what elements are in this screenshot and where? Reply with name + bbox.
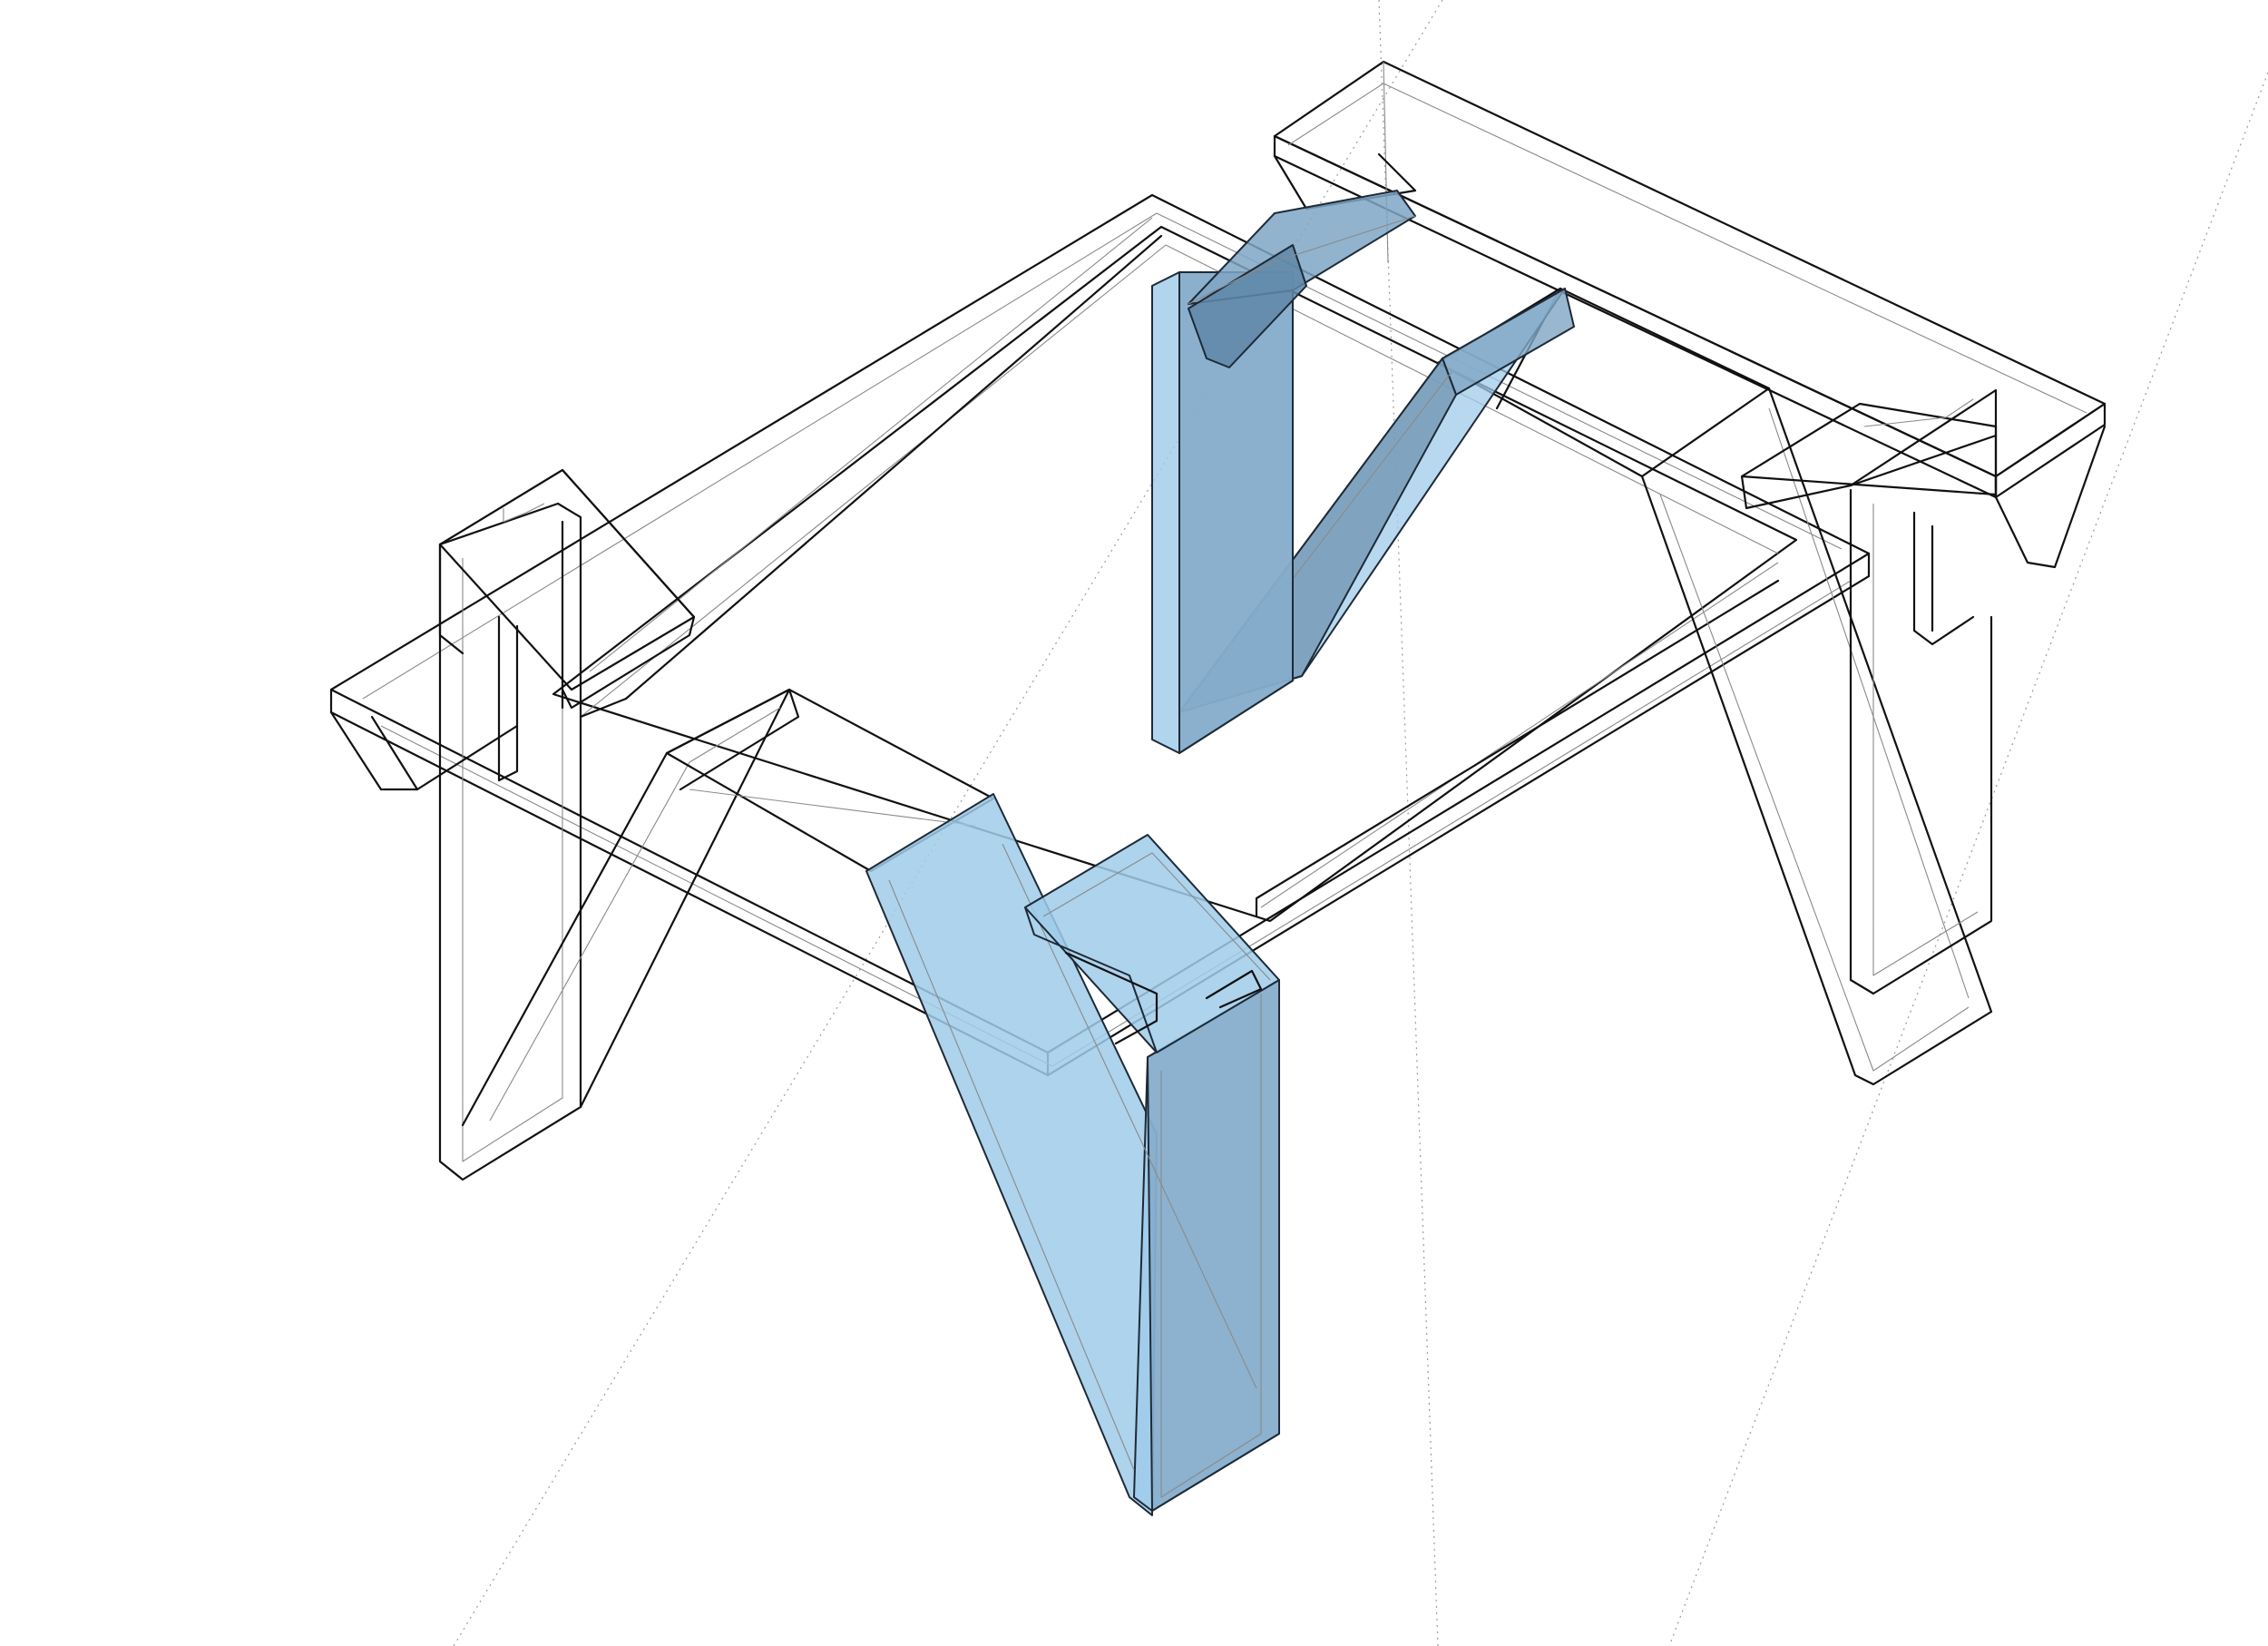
leg-front-left xyxy=(329,468,791,1181)
apron-clamp-highlighted xyxy=(1151,190,1416,754)
leg-back-right xyxy=(1436,287,1993,1086)
leg-front-right xyxy=(1740,388,1998,995)
guide-line-right xyxy=(1668,72,2268,1646)
leg-front-highlighted xyxy=(865,793,1280,1516)
guide-line-vertical xyxy=(1378,0,1439,1646)
